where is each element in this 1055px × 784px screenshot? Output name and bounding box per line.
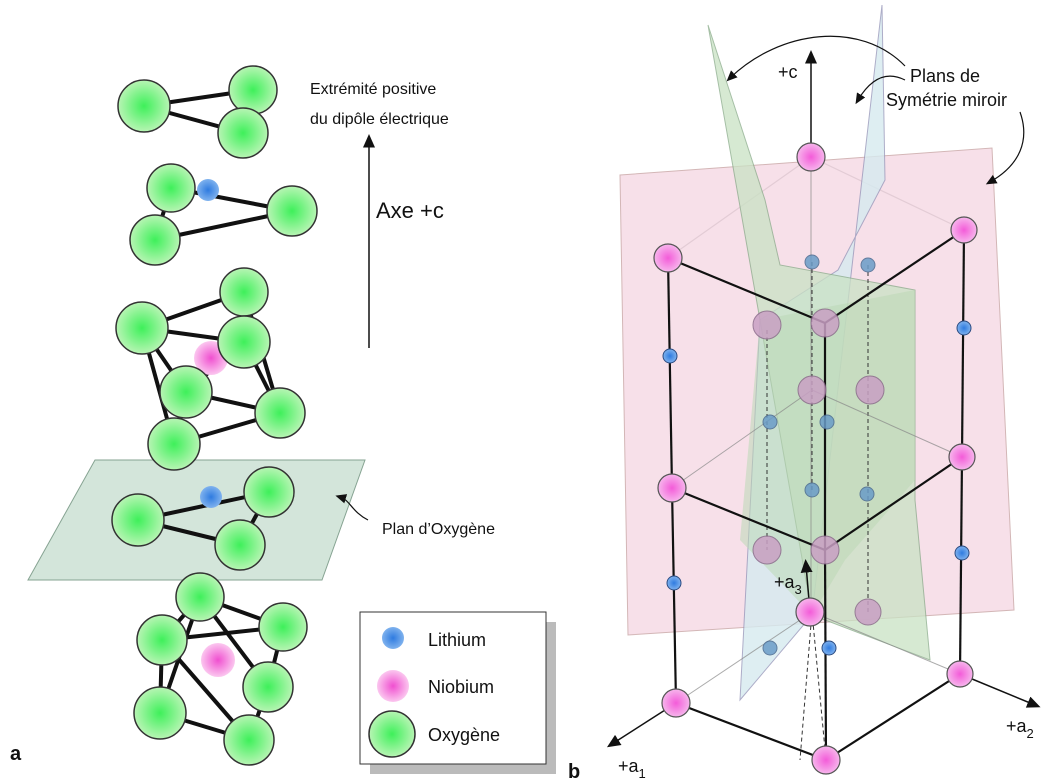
oxygen-plane xyxy=(27,459,366,581)
a3-label: +a3 xyxy=(774,572,802,597)
b-c-axis-label: +c xyxy=(778,62,798,82)
legend-oxygen-swatch xyxy=(368,710,416,758)
oxygen-atom xyxy=(228,65,278,115)
lithium-atom xyxy=(804,254,820,270)
lithium-atom xyxy=(197,179,219,201)
panel-a: Extrémité positive du dipôle électrique … xyxy=(10,65,556,774)
oxygen-atom xyxy=(266,185,318,237)
lithium-atom xyxy=(821,640,837,656)
svg-text:+a3: +a3 xyxy=(774,572,802,597)
oxygen-atom xyxy=(129,214,181,266)
lithium-atom xyxy=(200,486,222,508)
lithium-atom xyxy=(954,545,970,561)
oxygen-atom xyxy=(111,493,165,547)
a2-label-text: +a xyxy=(1006,716,1028,736)
a2-label-sub: 2 xyxy=(1027,726,1034,741)
niobium-atom xyxy=(657,473,687,503)
legend-oxygen-label: Oxygène xyxy=(428,725,500,745)
panel-b-letter: b xyxy=(568,761,580,783)
oxygen-atom xyxy=(254,387,306,439)
niobium-atom xyxy=(946,660,974,688)
mirror-pointer-blue xyxy=(855,75,906,105)
lithium-atom xyxy=(860,257,876,273)
dipole-label-line1: Extrémité positive xyxy=(310,81,436,98)
oxygen-atom xyxy=(219,267,269,317)
oxygen-atom xyxy=(243,466,295,518)
lithium-atom xyxy=(804,482,820,498)
legend-lithium-swatch xyxy=(382,627,404,649)
c-axis-label: Axe +c xyxy=(376,198,444,223)
svg-text:+a1: +a1 xyxy=(618,756,646,781)
mirror-pointer-green xyxy=(726,35,906,82)
a1-label-text: +a xyxy=(618,756,640,776)
oxygen-atom xyxy=(117,79,171,133)
lithium-atom xyxy=(819,414,835,430)
lithium-atoms-b xyxy=(662,320,972,656)
oxygen-atom xyxy=(223,714,275,766)
niobium-atom xyxy=(796,142,826,172)
lithium-atom xyxy=(859,486,875,502)
legend-niobium-label: Niobium xyxy=(428,677,494,697)
niobium-atom xyxy=(752,310,782,340)
panel-a-letter: a xyxy=(10,743,22,765)
legend-lithium-label: Lithium xyxy=(428,630,486,650)
panel-b: +c +a1 +a2 +a3 Plans de Symétrie miroir xyxy=(568,4,1041,783)
niobium-atom xyxy=(752,535,782,565)
oxygen-atom xyxy=(217,107,269,159)
mirror-pointer-pink xyxy=(985,111,1025,185)
niobium-atom xyxy=(811,745,841,775)
oxygen-atom xyxy=(175,572,225,622)
legend-niobium-swatch xyxy=(377,670,409,702)
oxygen-atom xyxy=(146,163,196,213)
oxygen-atom xyxy=(217,315,271,369)
lithium-atom xyxy=(666,575,682,591)
niobium-atom xyxy=(797,375,827,405)
oxygen-atom xyxy=(258,602,308,652)
niobium-atom xyxy=(201,643,235,677)
niobium-atom xyxy=(661,688,691,718)
oxygen-atom xyxy=(242,661,294,713)
niobium-atom xyxy=(653,243,683,273)
oxygen-atoms-a xyxy=(115,65,318,355)
a3-label-sub: 3 xyxy=(795,582,802,597)
svg-text:+a2: +a2 xyxy=(1006,716,1034,741)
lithium-atoms-internal xyxy=(762,254,876,656)
dipole-label-line2: du dipôle électrique xyxy=(310,111,449,128)
a3-label-text: +a xyxy=(774,572,796,592)
oxygen-plane-pointer xyxy=(335,494,369,521)
niobium-atoms-internal xyxy=(752,308,885,626)
niobium-atom xyxy=(795,597,825,627)
niobium-atom xyxy=(855,375,885,405)
unit-cell-frame xyxy=(666,229,966,762)
niobium-atom xyxy=(948,443,976,471)
oxygen-atom xyxy=(214,519,266,571)
oxygen-atom xyxy=(133,686,187,740)
oxygen-plane-label: Plan d’Oxygène xyxy=(382,521,495,538)
lithium-atom xyxy=(956,320,972,336)
a2-label: +a2 xyxy=(1006,716,1034,741)
mirror-planes-label-line1: Plans de xyxy=(910,66,980,86)
lithium-atom xyxy=(762,640,778,656)
a1-label-sub: 1 xyxy=(639,766,646,781)
oxygen-atom xyxy=(159,365,213,419)
mirror-planes-label-line2: Symétrie miroir xyxy=(886,90,1007,110)
oxygen-atom xyxy=(147,417,201,471)
niobium-atoms-b xyxy=(653,142,978,775)
oxygen-atom xyxy=(115,301,169,355)
niobium-atom xyxy=(950,216,978,244)
niobium-atom xyxy=(810,535,840,565)
oxygen-atom xyxy=(136,614,188,666)
a1-label: +a1 xyxy=(618,756,646,781)
niobium-atom xyxy=(854,598,882,626)
lithium-atom xyxy=(662,348,678,364)
lithium-atom xyxy=(762,414,778,430)
niobium-atom xyxy=(810,308,840,338)
